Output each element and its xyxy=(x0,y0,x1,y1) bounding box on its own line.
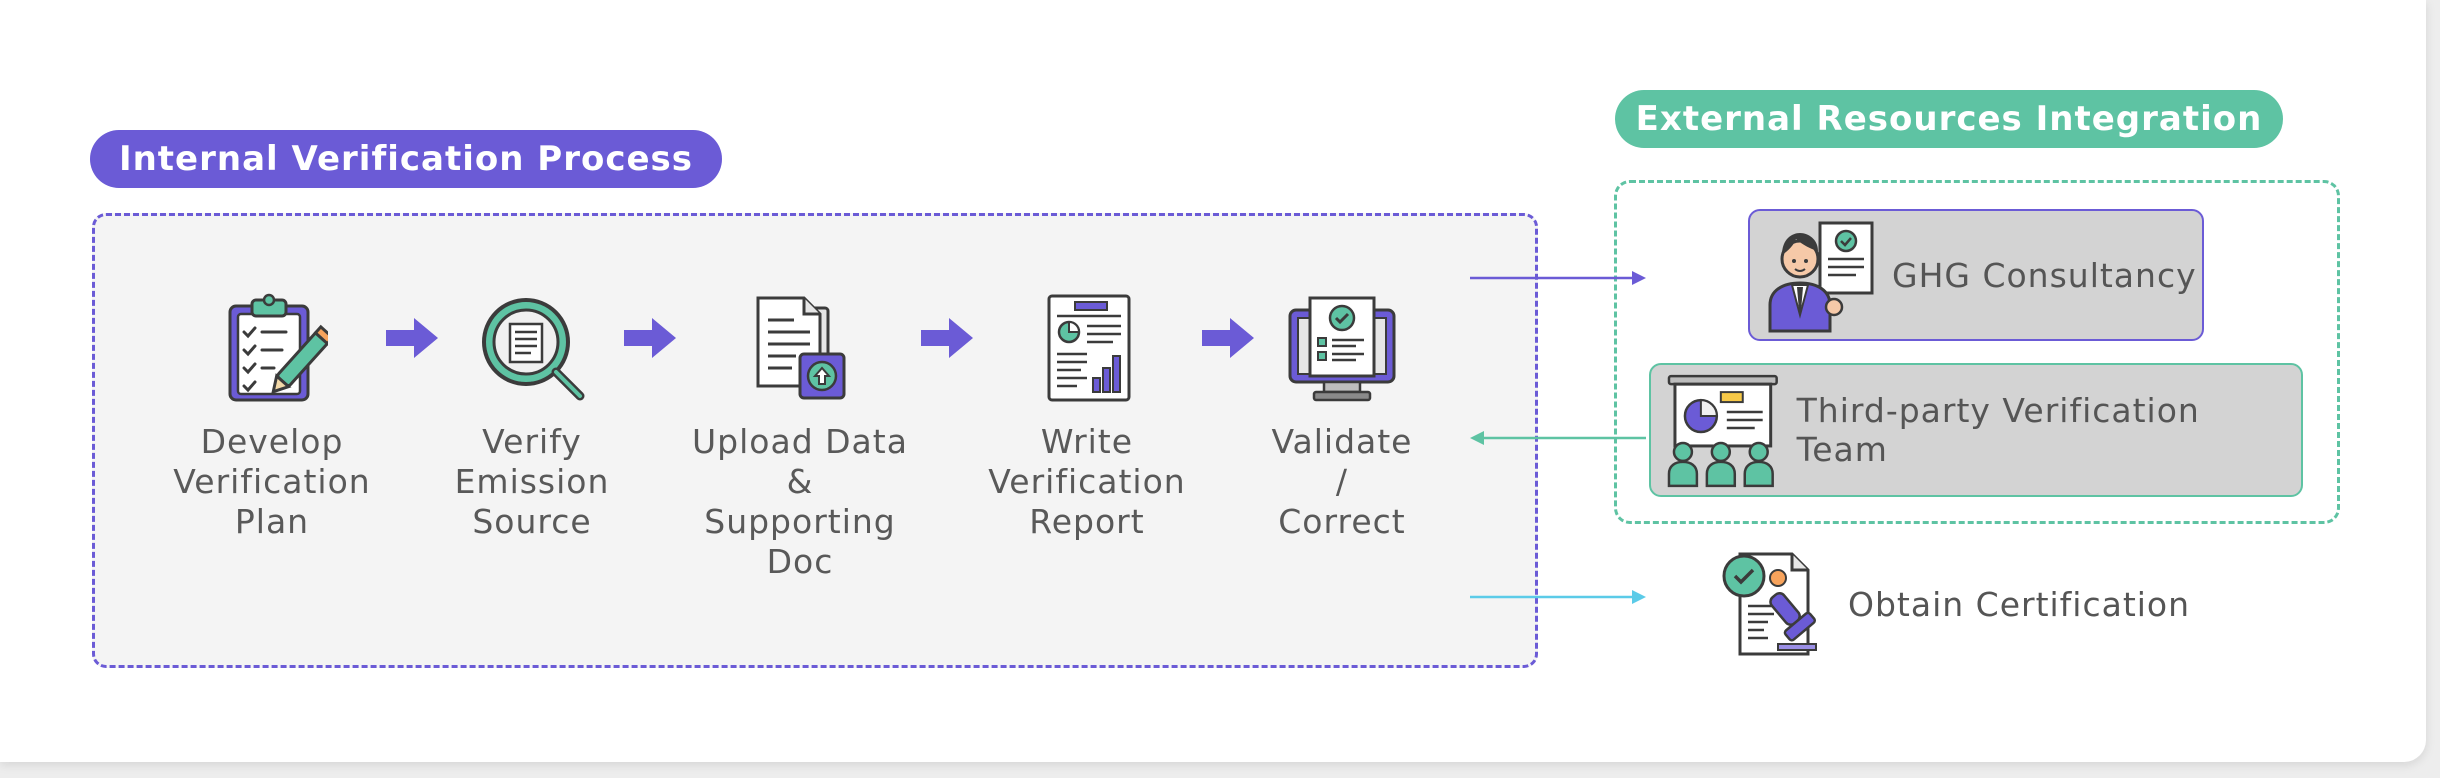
upload-document-icon xyxy=(756,296,846,400)
ghg-consultancy-card: GHG Consultancy xyxy=(1748,209,2204,341)
step-upload-data: Upload Data & Supporting Doc xyxy=(680,292,920,582)
step-label: Write Verification Report xyxy=(988,422,1185,542)
third-party-team-label: Third-party Verification Team xyxy=(1796,391,2200,469)
step-label: Verify Emission Source xyxy=(455,422,610,542)
arrowhead-icon xyxy=(1632,590,1646,604)
ghg-consultancy-label: GHG Consultancy xyxy=(1892,255,2197,295)
step-label-line: Verify xyxy=(482,422,582,461)
step-label-line: Plan xyxy=(234,502,310,541)
flow-arrow-icon xyxy=(1202,318,1254,358)
monitor-check-icon xyxy=(1288,296,1396,402)
step-label-line: Verification xyxy=(173,462,371,501)
step-label-line: Write xyxy=(1040,422,1134,461)
certificate-stamp-icon xyxy=(1722,552,1817,656)
magnifier-document-icon xyxy=(482,298,585,401)
step-label-line: Validate xyxy=(1271,422,1413,461)
step-label-line: Doc xyxy=(766,542,834,581)
step-label: Validate / Correct xyxy=(1272,422,1413,542)
step-label-line: Emission xyxy=(454,462,610,501)
report-chart-icon xyxy=(1047,294,1131,402)
flow-arrow-icon xyxy=(386,318,438,358)
step-label-line: Correct xyxy=(1278,502,1406,541)
arrowhead-icon xyxy=(1470,431,1484,445)
internal-process-panel xyxy=(92,213,1538,668)
flow-arrow-icon xyxy=(624,318,676,358)
obtain-certification-label: Obtain Certification xyxy=(1848,584,2191,624)
step-write-report: Write Verification Report xyxy=(977,292,1197,542)
step-label-line: Verification xyxy=(988,462,1186,501)
internal-process-title: Internal Verification Process xyxy=(90,130,722,188)
step-label-line: / xyxy=(1335,462,1349,501)
flow-arrow-icon xyxy=(921,318,973,358)
third-party-team-card: Third-party Verification Team xyxy=(1649,363,2303,497)
step-label-line: & xyxy=(786,462,814,501)
obtain-certification: Obtain Certification xyxy=(1718,548,2190,660)
arrowhead-icon xyxy=(1632,271,1646,285)
step-label-line: Report xyxy=(1029,502,1145,541)
external-resources-title: External Resources Integration xyxy=(1615,90,2283,148)
team-presentation-icon xyxy=(1667,374,1778,488)
step-verify-source: Verify Emission Source xyxy=(432,292,632,542)
step-label-line: Develop xyxy=(200,422,344,461)
step-label-line: Source xyxy=(472,502,592,541)
step-label-line: Upload Data xyxy=(692,422,908,461)
consultant-icon xyxy=(1768,221,1874,333)
step-label: Upload Data & Supporting Doc xyxy=(692,422,908,582)
clipboard-checklist-icon xyxy=(228,293,328,402)
step-label-line: Supporting xyxy=(704,502,896,541)
step-validate-correct: Validate / Correct xyxy=(1242,292,1442,542)
